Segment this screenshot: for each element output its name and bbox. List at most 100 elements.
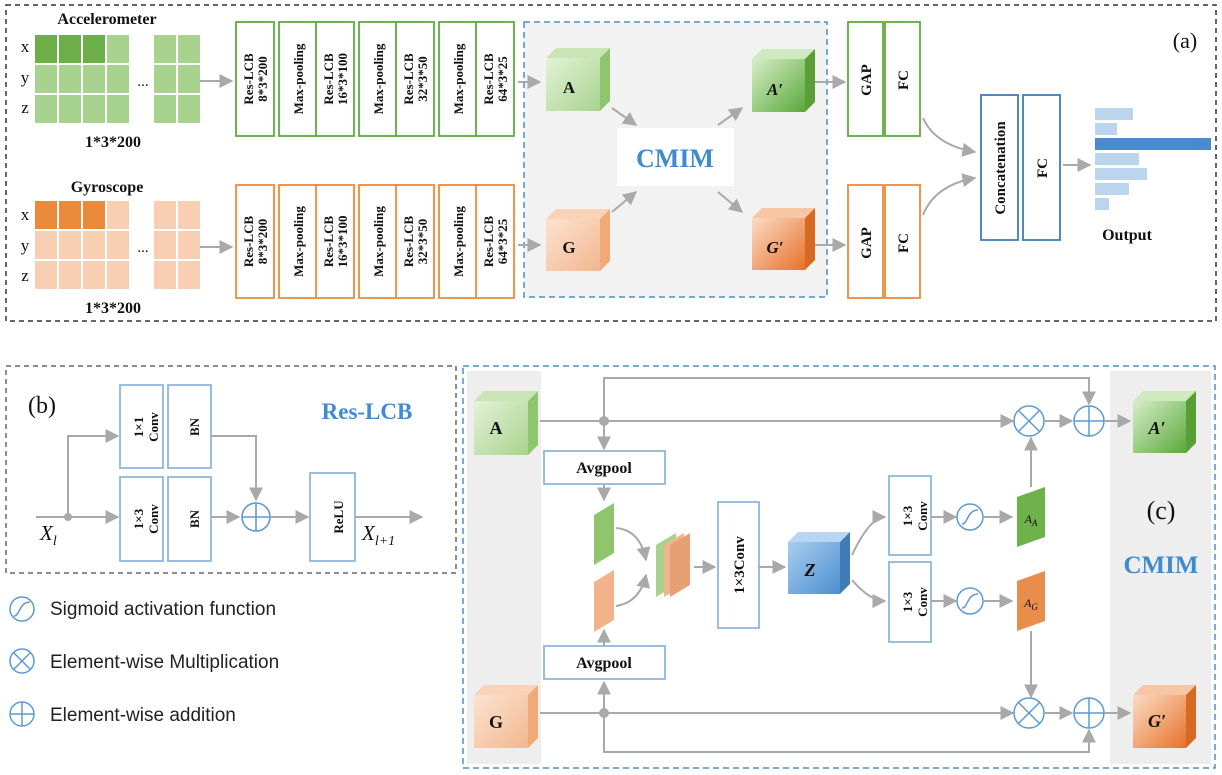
- acc-ellipsis: ...: [137, 74, 148, 90]
- add-a-icon: [1073, 405, 1105, 437]
- cmim-cube-g: G: [474, 685, 538, 748]
- relu-box: [309, 472, 356, 562]
- gyro-grid-cell: [83, 231, 105, 259]
- gyro-grid-cell: [35, 201, 57, 229]
- g-skip-arrow: [603, 713, 1096, 753]
- acc-grid-cell: [178, 65, 200, 93]
- gyroscope-input-grid: [35, 201, 200, 289]
- multiply-a-icon: [1013, 405, 1045, 437]
- cube-a: A: [546, 48, 610, 111]
- avgpool-bottom-box: [543, 645, 666, 680]
- gyro-axis-y: y: [21, 236, 30, 255]
- acc-block-3: [315, 21, 355, 137]
- gyro-grid-cell: [178, 261, 200, 289]
- acc-fc-box: [884, 21, 921, 137]
- gyro-block-7: [475, 184, 515, 299]
- gyro-grid-cell: [154, 231, 176, 259]
- bn-top-box: [167, 384, 212, 469]
- acc-block-3-label: Res-LCB16*3*100: [321, 53, 350, 105]
- gyro-grid-cell: [107, 261, 129, 289]
- cube-a-prime-label: A′: [766, 80, 783, 99]
- add-g-icon: [1073, 697, 1105, 729]
- concatenation-box: [980, 94, 1019, 241]
- output-bar: [1095, 138, 1211, 150]
- acc-axis-y: y: [21, 68, 30, 87]
- acc-block-1-label: Res-LCB8*3*200: [241, 53, 270, 105]
- acc-block-2: [278, 21, 318, 137]
- attention-a-slice: AA: [1017, 487, 1045, 547]
- concatenation-label: Concatenation: [993, 121, 1009, 215]
- gyro-ellipsis: ...: [137, 240, 148, 256]
- gyro-grid-cell: [107, 231, 129, 259]
- gyro-grid-cell: [178, 231, 200, 259]
- bn-top-label: BN: [187, 417, 202, 436]
- conv-1x3-main-label: 1×3Conv: [732, 536, 748, 594]
- gyro-fc-box: [884, 184, 921, 299]
- output-bar: [1095, 153, 1139, 165]
- gyro-grid-cell: [83, 261, 105, 289]
- x-out-label: Xl+1: [361, 521, 395, 549]
- legend-add: Element-wise addition: [50, 705, 236, 726]
- output-bar: [1095, 198, 1109, 210]
- z-to-conv-a-arrow: [851, 510, 887, 556]
- gyro-block-4: [358, 184, 398, 299]
- acc-grid-cell: [83, 95, 105, 123]
- acc-grid-cell: [83, 65, 105, 93]
- sigmoid-icon: [9, 596, 35, 622]
- gyroscope-title: Gyroscope: [71, 179, 144, 196]
- acc-grid-cell: [35, 65, 57, 93]
- addition-icon: [9, 701, 35, 727]
- conv-1x3-main-box: [717, 501, 760, 629]
- gyro-block-4-label: Max-pooling: [371, 206, 386, 277]
- acc-grid-cell: [154, 35, 176, 63]
- conv-g-label: 1×3Conv: [900, 587, 930, 617]
- gyro-gap-box: [847, 184, 884, 299]
- panel-c-frame: [462, 365, 1216, 769]
- accelerometer-block-stack: Res-LCB8*3*200 Max-pooling Res-LCB16*3*100…: [235, 21, 515, 137]
- cmim-cube-a-label: A: [490, 418, 503, 438]
- skip-branch-arrow: [67, 429, 120, 517]
- a-to-cmim-arrow: [611, 107, 638, 126]
- acc-grid-cell: [107, 65, 129, 93]
- cube-g-prime: G′: [752, 208, 815, 270]
- cmim-cube-a: A: [474, 391, 538, 455]
- conv-1x1-label: 1×1Conv: [131, 412, 161, 442]
- output-bar: [1095, 168, 1147, 180]
- final-fc-label: FC: [1035, 158, 1051, 178]
- pooled-a-slice: [594, 503, 614, 565]
- acc-gap-label: GAP: [859, 64, 875, 96]
- cube-z-label: Z: [804, 560, 816, 580]
- svg-text:AA: AA: [1024, 512, 1038, 528]
- acc-block-7-label: Res-LCB64*3*25: [481, 53, 510, 105]
- a-skip-arrow: [603, 377, 1096, 421]
- conv-a-box: [888, 475, 932, 556]
- gyro-grid-cell: [107, 201, 129, 229]
- acc-block-2-label: Max-pooling: [291, 43, 306, 114]
- acc-block-5-label: Res-LCB32*3*50: [401, 53, 430, 105]
- acc-input-shape: 1*3*200: [85, 134, 141, 151]
- acc-grid-cell: [107, 35, 129, 63]
- avgpool-bottom-label: Avgpool: [576, 655, 632, 672]
- acc-block-6-label: Max-pooling: [451, 43, 466, 114]
- attention-g-slice: AG: [1017, 571, 1045, 631]
- gyro-grid-cell: [59, 201, 81, 229]
- gyro-axis-z: z: [21, 266, 29, 285]
- conv-1x3-box: [119, 476, 164, 562]
- acc-grid-cell: [154, 95, 176, 123]
- acc-grid-cell: [178, 35, 200, 63]
- legend-mult: Element-wise Multiplication: [50, 652, 279, 673]
- conv-1x1-box: [119, 384, 164, 469]
- relu-label: ReLU: [331, 500, 346, 534]
- acc-grid-cell: [35, 35, 57, 63]
- gyro-block-3-label: Res-LCB16*3*100: [321, 216, 350, 268]
- conv-a-label: 1×3Conv: [900, 501, 930, 531]
- cube-g: G: [546, 209, 610, 271]
- svg-text:AG: AG: [1023, 596, 1038, 612]
- acc-fc-label: FC: [896, 70, 912, 90]
- gyro-block-7-label: Res-LCB64*3*25: [481, 216, 510, 268]
- res-lcb-title: Res-LCB: [322, 399, 413, 424]
- gyro-grid-cell: [35, 231, 57, 259]
- acc-block-4: [358, 21, 398, 137]
- bn-to-add-arrow: [211, 435, 263, 502]
